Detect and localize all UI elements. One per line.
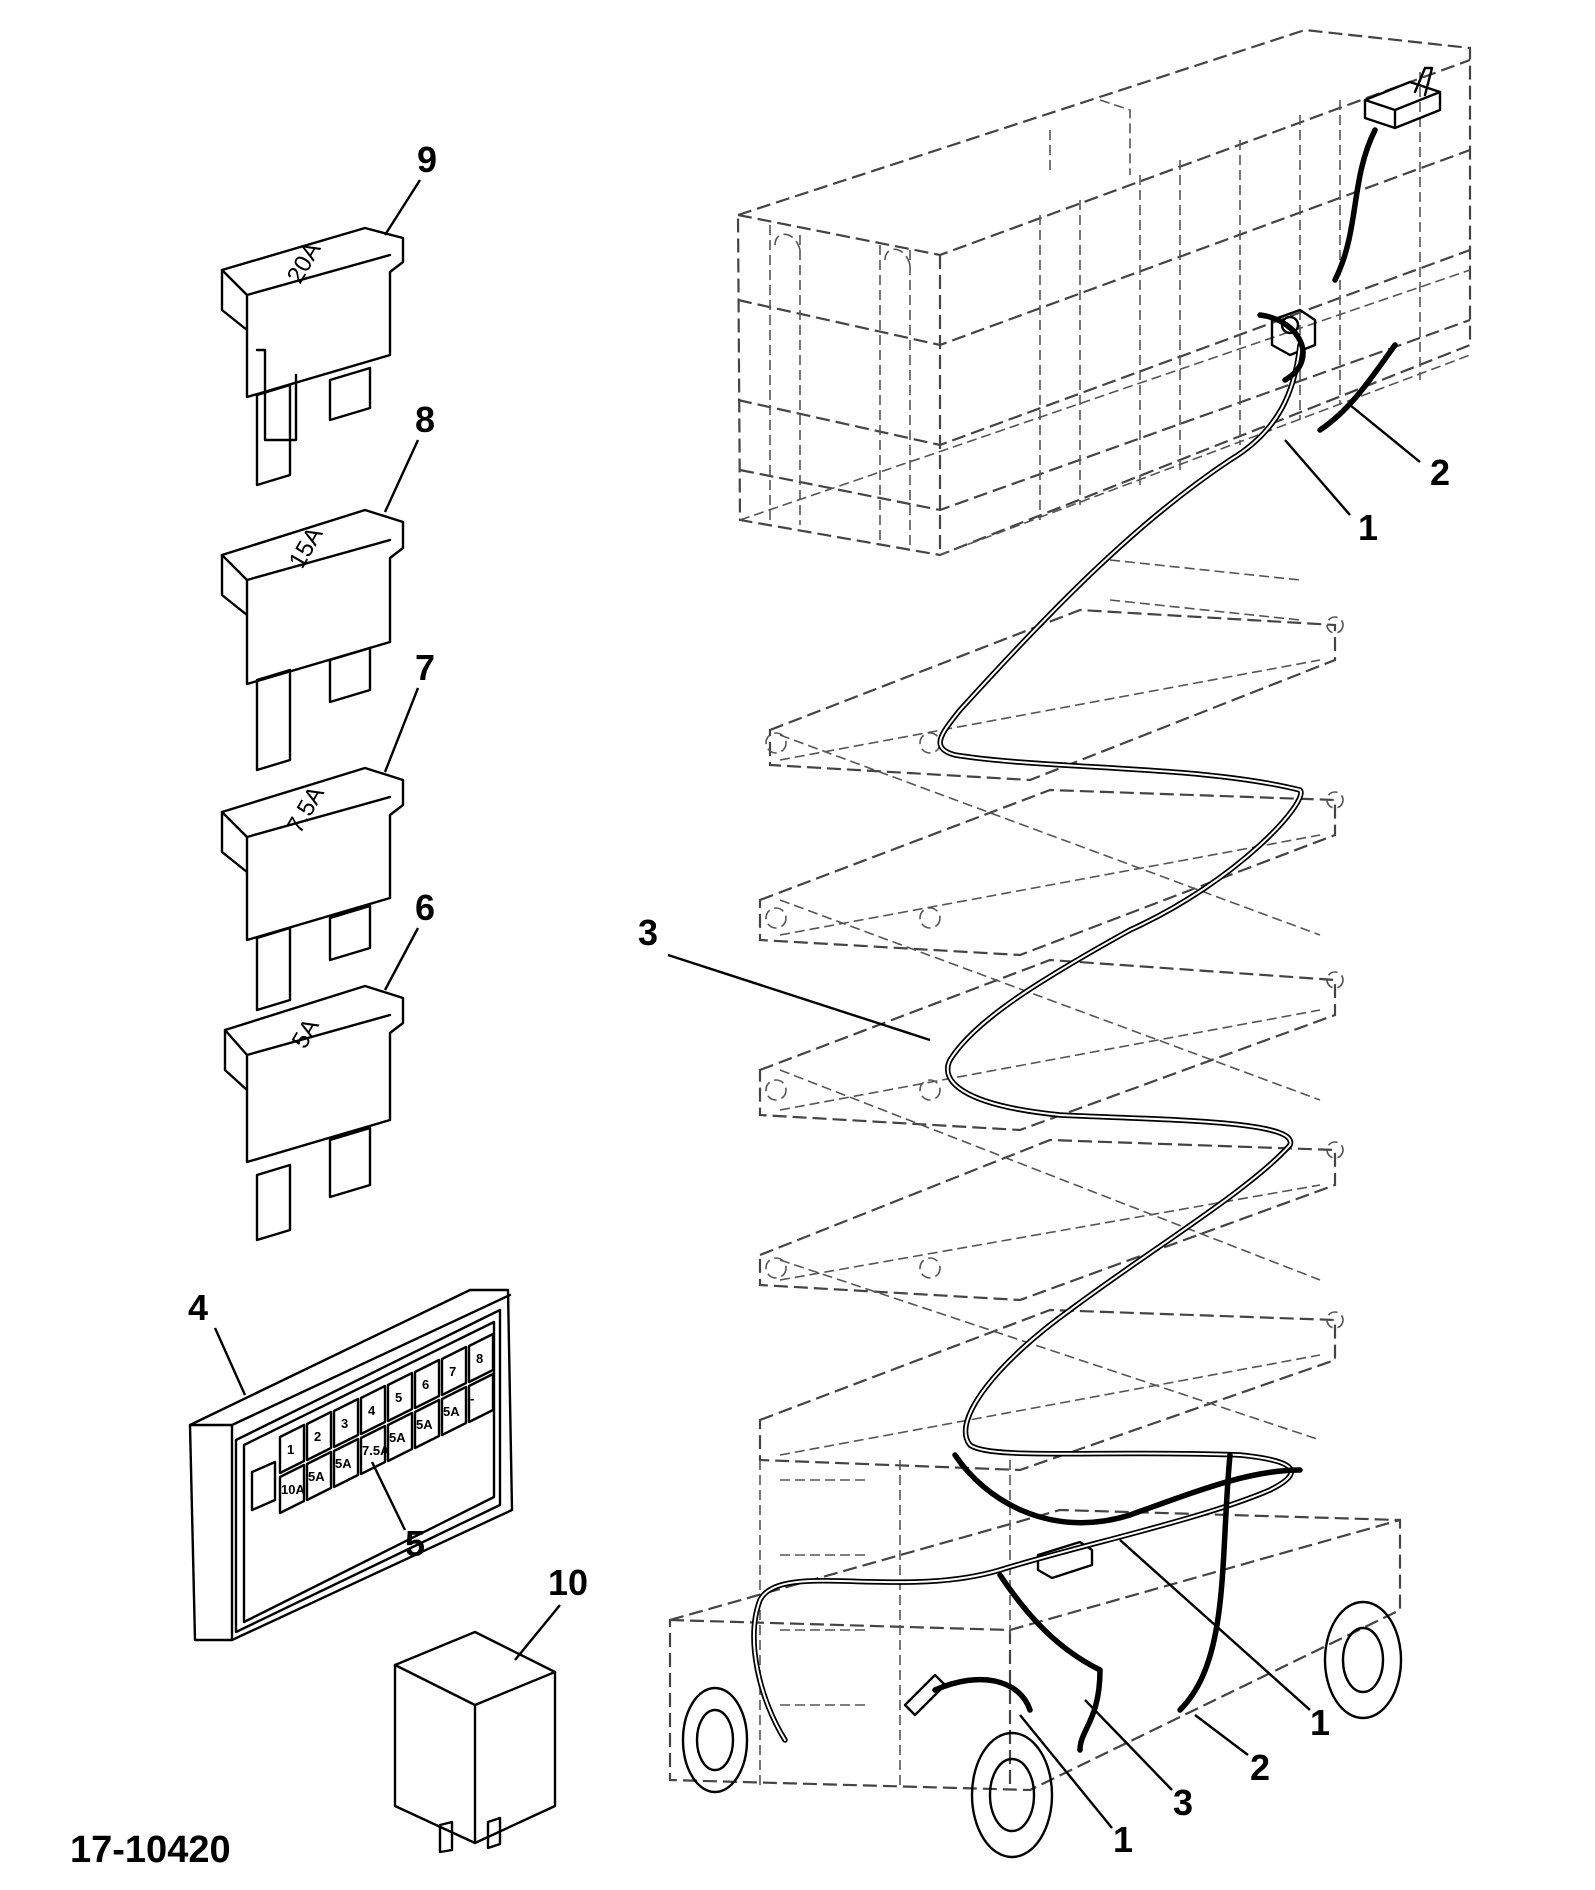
fuse-block-rating-label: 5A [335, 1456, 352, 1471]
fuse-block: 1 10A 2 5A 3 5A 4 7.5A 5 5A 6 5A 7 5A 8 - 4 5 [188, 1287, 514, 1642]
fuse-block-position-label: 4 [368, 1403, 376, 1418]
fuse-block-rating-label: 5A [416, 1417, 433, 1432]
platform-guardrail [736, 28, 1472, 557]
fuse-block-rating-cell [386, 1411, 414, 1463]
chassis [668, 1460, 1402, 1792]
callout-6: 6 [415, 887, 435, 928]
callout-4: 4 [188, 1287, 208, 1328]
fuse-block-rating-label: 5A [308, 1469, 325, 1484]
fuse-block-position-label: 2 [314, 1429, 321, 1444]
fuse-block-rating-cell [278, 1463, 306, 1515]
fuse-block-rating-cell [305, 1450, 333, 1502]
platform-control-box [1270, 66, 1442, 357]
fuse-block-rating-label: 10A [281, 1482, 305, 1497]
callout-7: 7 [415, 647, 435, 688]
drawing-number: 17-10420 [70, 1829, 231, 1871]
callout-9: 9 [417, 139, 437, 180]
fuse-block-position-label: 3 [341, 1416, 348, 1431]
fuse-block-position-cell [305, 1410, 333, 1462]
fuse-block-rating-cell [332, 1437, 360, 1489]
fuse-block-rating-cell [440, 1385, 468, 1437]
fuse-block-rating-label: 7.5A [362, 1443, 390, 1458]
scissor-lift-illustration [668, 28, 1472, 1859]
callout-10: 10 [548, 1562, 588, 1603]
fuse-callouts: 9 8 7 6 [383, 139, 437, 991]
fuse-block-cells: 1 10A 2 5A 3 5A 4 7.5A 5 5A 6 5A 7 5A 8 - [278, 1332, 495, 1515]
fuse-block-rating-label: 5A [443, 1404, 460, 1419]
callout-chassis-cable-2: 2 [1250, 1747, 1270, 1788]
fuse-8: 15A [220, 508, 405, 772]
fuse-block-rating-cell [359, 1424, 387, 1476]
callout-scissor-cable-3: 3 [638, 912, 658, 953]
fuse-block-rating-label: - [470, 1391, 474, 1406]
fuse-6-rating: 5A [287, 1014, 325, 1053]
fuse-block-position-label: 8 [476, 1351, 483, 1366]
fuse-block-position-cell [332, 1397, 360, 1449]
fuse-block-position-cell [413, 1358, 441, 1410]
callout-8: 8 [415, 399, 435, 440]
fuse-block-position-cell [278, 1423, 306, 1475]
callout-chassis-scissor-3: 3 [1173, 1782, 1193, 1823]
wheels [681, 1600, 1403, 1859]
wire-harness [751, 127, 1398, 1753]
fuse-9: 20A [220, 226, 405, 487]
callout-chassis-harness-bottom-1: 1 [1113, 1819, 1133, 1860]
fuse-block-rating-cell [413, 1398, 441, 1450]
fuse-block-position-cell [467, 1332, 495, 1384]
fuse-block-position-cell [359, 1384, 387, 1436]
fuse-block-position-label: 1 [287, 1442, 294, 1457]
fuse-8-rating: 15A [284, 523, 329, 573]
harness-callouts: 2 1 3 1 2 3 1 [638, 404, 1450, 1860]
fuse-9-rating: 20A [282, 238, 327, 288]
fuse-6: 5A [223, 984, 405, 1242]
fuse-block-position-cell [386, 1371, 414, 1423]
callout-5: 5 [405, 1523, 425, 1564]
fuse-7: 7.5A [220, 766, 405, 1012]
callout-platform-cable-2: 2 [1430, 452, 1450, 493]
fuse-block-position-label: 6 [422, 1377, 429, 1392]
fuse-block-position-label: 5 [395, 1390, 402, 1405]
fuse-block-rating-cell [467, 1372, 495, 1424]
callout-chassis-harness-1: 1 [1310, 1702, 1330, 1743]
scissor-stack [758, 559, 1344, 1472]
fuse-block-position-cell [440, 1345, 468, 1397]
fuse-block-position-label: 7 [449, 1364, 456, 1379]
fuse-block-rating-label: 5A [389, 1430, 406, 1445]
callout-platform-harness-1: 1 [1358, 507, 1378, 548]
relay: 10 [393, 1562, 588, 1854]
